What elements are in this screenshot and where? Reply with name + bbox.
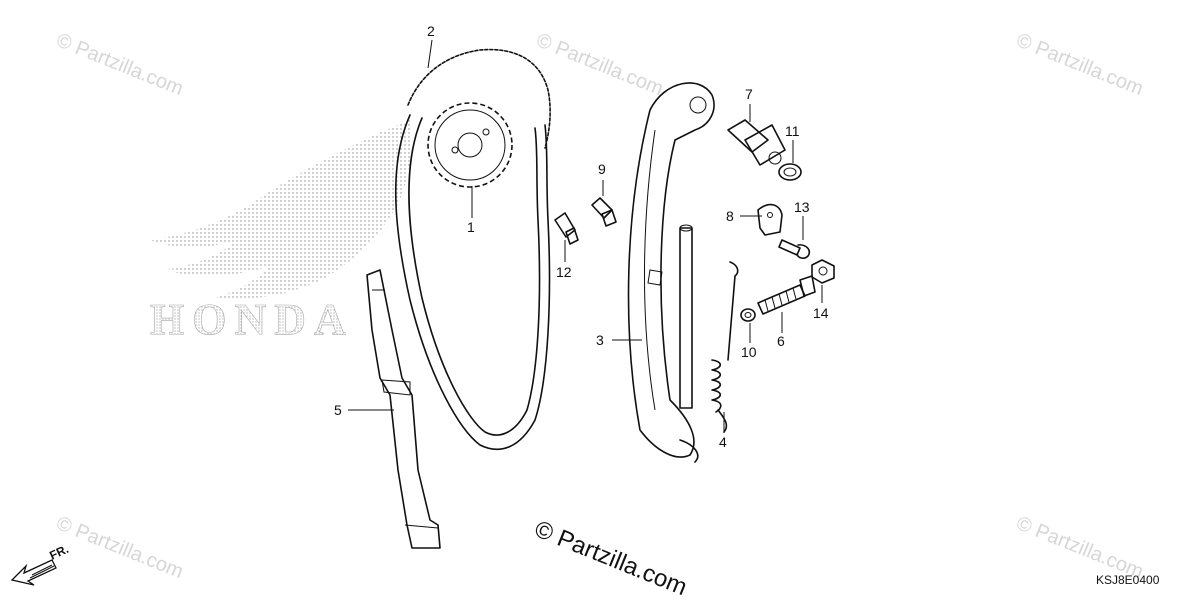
- honda-wing: [150, 120, 412, 299]
- callout-7: 7: [745, 86, 753, 102]
- part-8-stopper-plate: [757, 203, 783, 236]
- part-7-tensioner-lifter: [727, 119, 786, 166]
- callout-4: 4: [719, 434, 727, 450]
- part-11-washer: [778, 163, 802, 181]
- front-direction-indicator: FR.: [10, 542, 71, 586]
- callout-12: 12: [556, 264, 572, 280]
- callout-11: 11: [785, 123, 800, 139]
- callout-2: 2: [427, 23, 435, 39]
- callout-5: 5: [334, 402, 342, 418]
- callout-10: 10: [741, 344, 757, 360]
- part-1-cam-sprocket: [427, 102, 513, 188]
- part-6-tensioner-bolt: [757, 275, 816, 315]
- callout-14: 14: [813, 305, 829, 321]
- callout-1: 1: [467, 219, 475, 235]
- callout-8: 8: [726, 208, 734, 224]
- part-4-spring: [711, 261, 739, 433]
- part-12-bolt: [554, 212, 579, 245]
- callout-6: 6: [777, 333, 785, 349]
- front-arrow-icon: [10, 559, 57, 586]
- watermark-bottom-left: © Partzilla.com: [53, 512, 186, 583]
- part-9-bolt: [591, 197, 617, 227]
- honda-wordmark: HONDA: [150, 295, 354, 344]
- front-label: FR.: [47, 542, 70, 563]
- honda-logo: HONDA: [150, 120, 412, 344]
- callout-9: 9: [598, 161, 606, 177]
- part-2-cam-chain: [394, 48, 551, 450]
- callout-13: 13: [794, 199, 810, 215]
- watermark-top-center: © Partzilla.com: [533, 29, 666, 100]
- part-10-washer: [740, 308, 756, 322]
- part-14-nut: [811, 259, 835, 284]
- part-3-tensioner-arm: [627, 82, 715, 463]
- watermark-top-left: © Partzilla.com: [53, 29, 186, 100]
- part-13-bolt: [778, 239, 811, 259]
- callout-3: 3: [596, 332, 604, 348]
- leader-lines: [348, 39, 823, 433]
- watermark-top-right: © Partzilla.com: [1013, 29, 1146, 100]
- callouts: 2 1 9 12 7 11 8 13 14 6 10 3 4 5: [334, 23, 829, 450]
- diagram-code: KSJ8E0400: [1096, 573, 1160, 587]
- part-5-cam-chain-guide: [366, 269, 441, 549]
- leader-2: [427, 39, 433, 69]
- watermark-center: © Partzilla.com: [531, 516, 691, 600]
